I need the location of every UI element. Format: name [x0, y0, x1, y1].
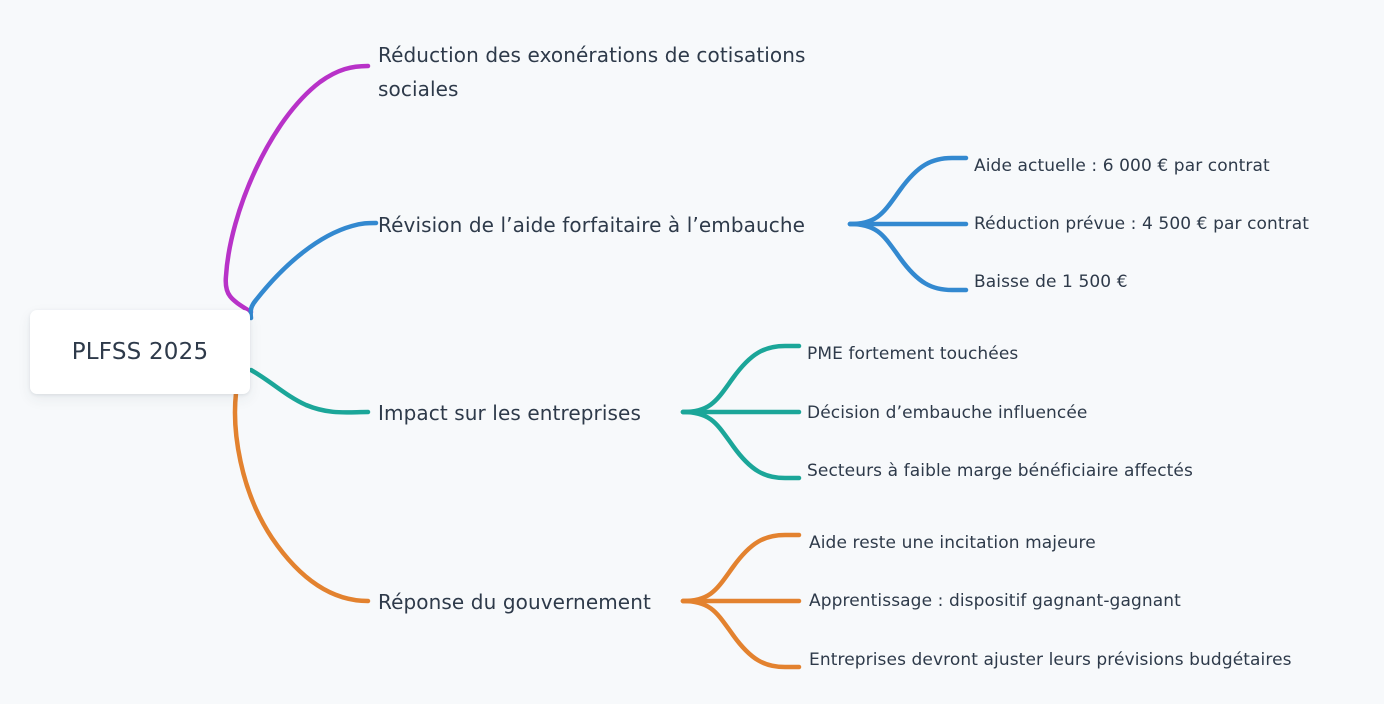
branch-edge-aide-forfaitaire — [248, 220, 379, 321]
root-node[interactable]: PLFSS 2025 — [30, 310, 250, 394]
leaf-label-aide-forfaitaire-0[interactable]: Aide actuelle : 6 000 € par contrat — [974, 156, 1270, 176]
leaf-edge-aide-forfaitaire-0 — [847, 155, 969, 227]
leaf-label-impact-entreprises-2[interactable]: Secteurs à faible marge bénéficiaire aff… — [807, 461, 1193, 481]
leaf-label-reponse-gouvernement-0[interactable]: Aide reste une incitation majeure — [809, 533, 1096, 553]
branch-label-reponse-gouvernement[interactable]: Réponse du gouvernement — [378, 590, 651, 614]
branch-label-aide-forfaitaire[interactable]: Révision de l’aide forfaitaire à l’embau… — [378, 213, 806, 237]
leaf-edge-aide-forfaitaire-2 — [847, 221, 969, 293]
leaf-label-impact-entreprises-0[interactable]: PME fortement touchées — [807, 344, 1019, 364]
leaf-label-aide-forfaitaire-2[interactable]: Baisse de 1 500 € — [974, 272, 1128, 292]
leaf-edge-impact-entreprises-2 — [680, 409, 802, 481]
leaf-edge-impact-entreprises-0 — [680, 343, 802, 415]
branch-edge-impact-entreprises — [248, 367, 371, 415]
branch-label-exonerations[interactable]: Réduction des exonérations de cotisation… — [378, 43, 806, 101]
leaf-label-reponse-gouvernement-1[interactable]: Apprentissage : dispositif gagnant-gagna… — [809, 591, 1181, 611]
leaf-label-impact-entreprises-1[interactable]: Décision d’embauche influencée — [807, 403, 1088, 423]
branch-label-impact-entreprises[interactable]: Impact sur les entreprises — [378, 401, 641, 425]
leaf-label-reponse-gouvernement-2[interactable]: Entreprises devront ajuster leurs prévis… — [809, 650, 1292, 670]
leaf-edge-reponse-gouvernement-2 — [680, 598, 802, 670]
leaf-edge-reponse-gouvernement-0 — [680, 532, 802, 604]
leaf-label-aide-forfaitaire-1[interactable]: Réduction prévue : 4 500 € par contrat — [974, 214, 1310, 234]
branch-edge-reponse-gouvernement — [232, 390, 371, 604]
root-node-label: PLFSS 2025 — [71, 339, 209, 365]
branch-edge-exonerations — [223, 63, 371, 315]
